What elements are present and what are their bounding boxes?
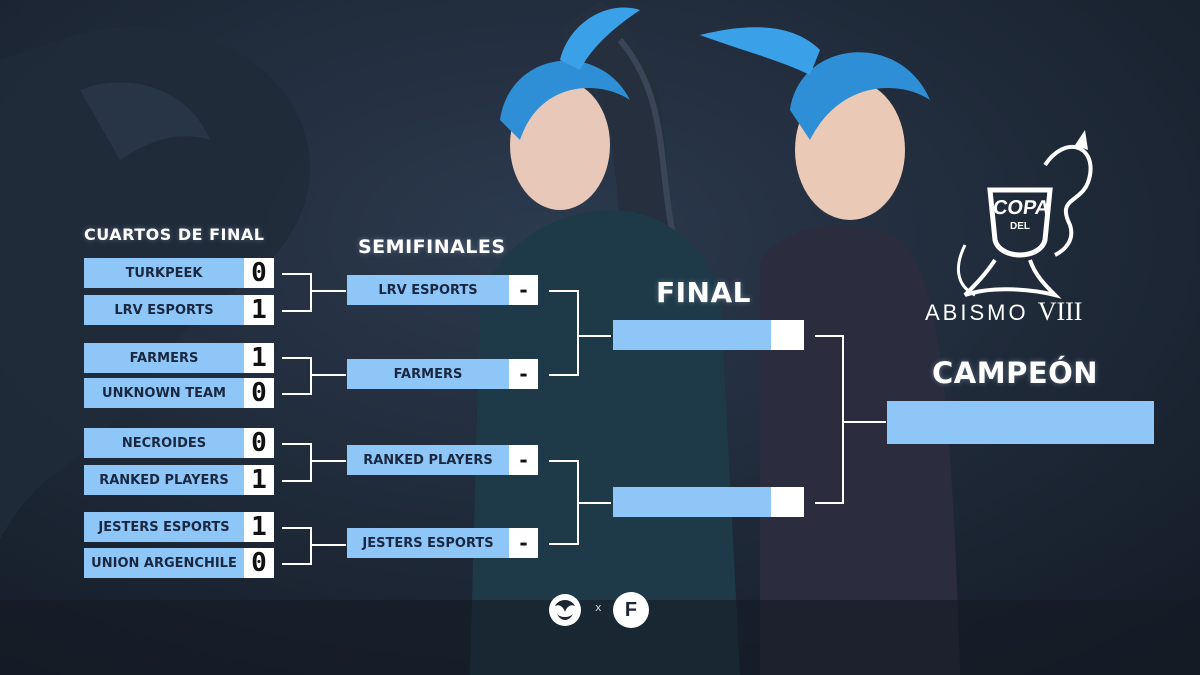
trophy-dragon-icon bbox=[956, 130, 1093, 299]
qf-team-1: TURKPEEK bbox=[84, 258, 244, 288]
connector bbox=[815, 502, 842, 504]
character-right-art bbox=[700, 27, 960, 675]
connector bbox=[577, 335, 611, 337]
qf-team-5: NECROIDES bbox=[84, 428, 244, 458]
connector bbox=[310, 273, 312, 312]
connector bbox=[577, 502, 611, 504]
connector bbox=[282, 527, 310, 529]
connector bbox=[282, 273, 310, 275]
qf-score-5: 0 bbox=[244, 428, 274, 458]
qf-score-7: 1 bbox=[244, 512, 274, 542]
connector bbox=[310, 527, 312, 565]
connector bbox=[549, 460, 577, 462]
qf-score-8: 0 bbox=[244, 548, 274, 578]
final-team-2 bbox=[613, 487, 771, 517]
logo-copa-text: COPA bbox=[991, 197, 1051, 219]
qf-team-8: UNION ARGENCHILE bbox=[84, 548, 244, 578]
logo-abismo-text: ABISMO VIII bbox=[925, 297, 1082, 327]
final-team-1 bbox=[613, 320, 771, 350]
qf-score-4: 0 bbox=[244, 378, 274, 408]
qf-score-2: 1 bbox=[244, 295, 274, 325]
connector bbox=[282, 480, 310, 482]
connector bbox=[282, 393, 310, 395]
connector bbox=[282, 563, 310, 565]
connector bbox=[577, 290, 579, 376]
lion-emblem-icon bbox=[549, 594, 581, 626]
connector bbox=[310, 460, 346, 462]
sf-score-2: - bbox=[509, 359, 538, 389]
semifinals-header: SEMIFINALES bbox=[358, 236, 506, 258]
sf-team-1: LRV ESPORTS bbox=[347, 275, 509, 305]
sf-score-4: - bbox=[509, 528, 538, 558]
connector bbox=[815, 335, 842, 337]
sf-team-3: RANKED PLAYERS bbox=[347, 445, 509, 475]
partner-separator: x bbox=[595, 601, 602, 614]
connector bbox=[282, 310, 310, 312]
quarterfinals-header: CUARTOS DE FINAL bbox=[84, 225, 265, 244]
sf-score-3: - bbox=[509, 445, 538, 475]
qf-team-3: FARMERS bbox=[84, 343, 244, 373]
final-header: FINAL bbox=[656, 276, 751, 309]
sf-team-4: JESTERS ESPORTS bbox=[347, 528, 509, 558]
connector bbox=[310, 374, 346, 376]
connector bbox=[282, 357, 310, 359]
connector bbox=[549, 543, 577, 545]
qf-score-6: 1 bbox=[244, 465, 274, 495]
qf-score-3: 1 bbox=[244, 343, 274, 373]
f-logo-letter: F bbox=[624, 598, 638, 621]
qf-team-2: LRV ESPORTS bbox=[84, 295, 244, 325]
final-score-1 bbox=[771, 320, 804, 350]
final-score-2 bbox=[771, 487, 804, 517]
connector bbox=[842, 421, 886, 423]
connector bbox=[310, 544, 346, 546]
partner-logos: x F bbox=[547, 590, 657, 630]
connector bbox=[842, 335, 844, 504]
logo-del-text: DEL bbox=[1010, 221, 1030, 232]
champion-box bbox=[887, 401, 1154, 444]
connector bbox=[549, 374, 577, 376]
f-logo-icon: F bbox=[613, 592, 649, 628]
qf-score-1: 0 bbox=[244, 258, 274, 288]
logo-abismo-word: ABISMO bbox=[925, 300, 1029, 325]
connector bbox=[310, 290, 346, 292]
sf-score-1: - bbox=[509, 275, 538, 305]
copa-del-abismo-logo: COPA DEL ABISMO VIII bbox=[925, 125, 1135, 335]
qf-team-4: UNKNOWN TEAM bbox=[84, 378, 244, 408]
qf-team-6: RANKED PLAYERS bbox=[84, 465, 244, 495]
champion-header: CAMPEÓN bbox=[932, 356, 1099, 390]
connector bbox=[549, 290, 577, 292]
qf-team-7: JESTERS ESPORTS bbox=[84, 512, 244, 542]
connector bbox=[310, 443, 312, 482]
connector bbox=[310, 357, 312, 395]
connector bbox=[282, 443, 310, 445]
sf-team-2: FARMERS bbox=[347, 359, 509, 389]
logo-edition: VIII bbox=[1037, 297, 1083, 326]
